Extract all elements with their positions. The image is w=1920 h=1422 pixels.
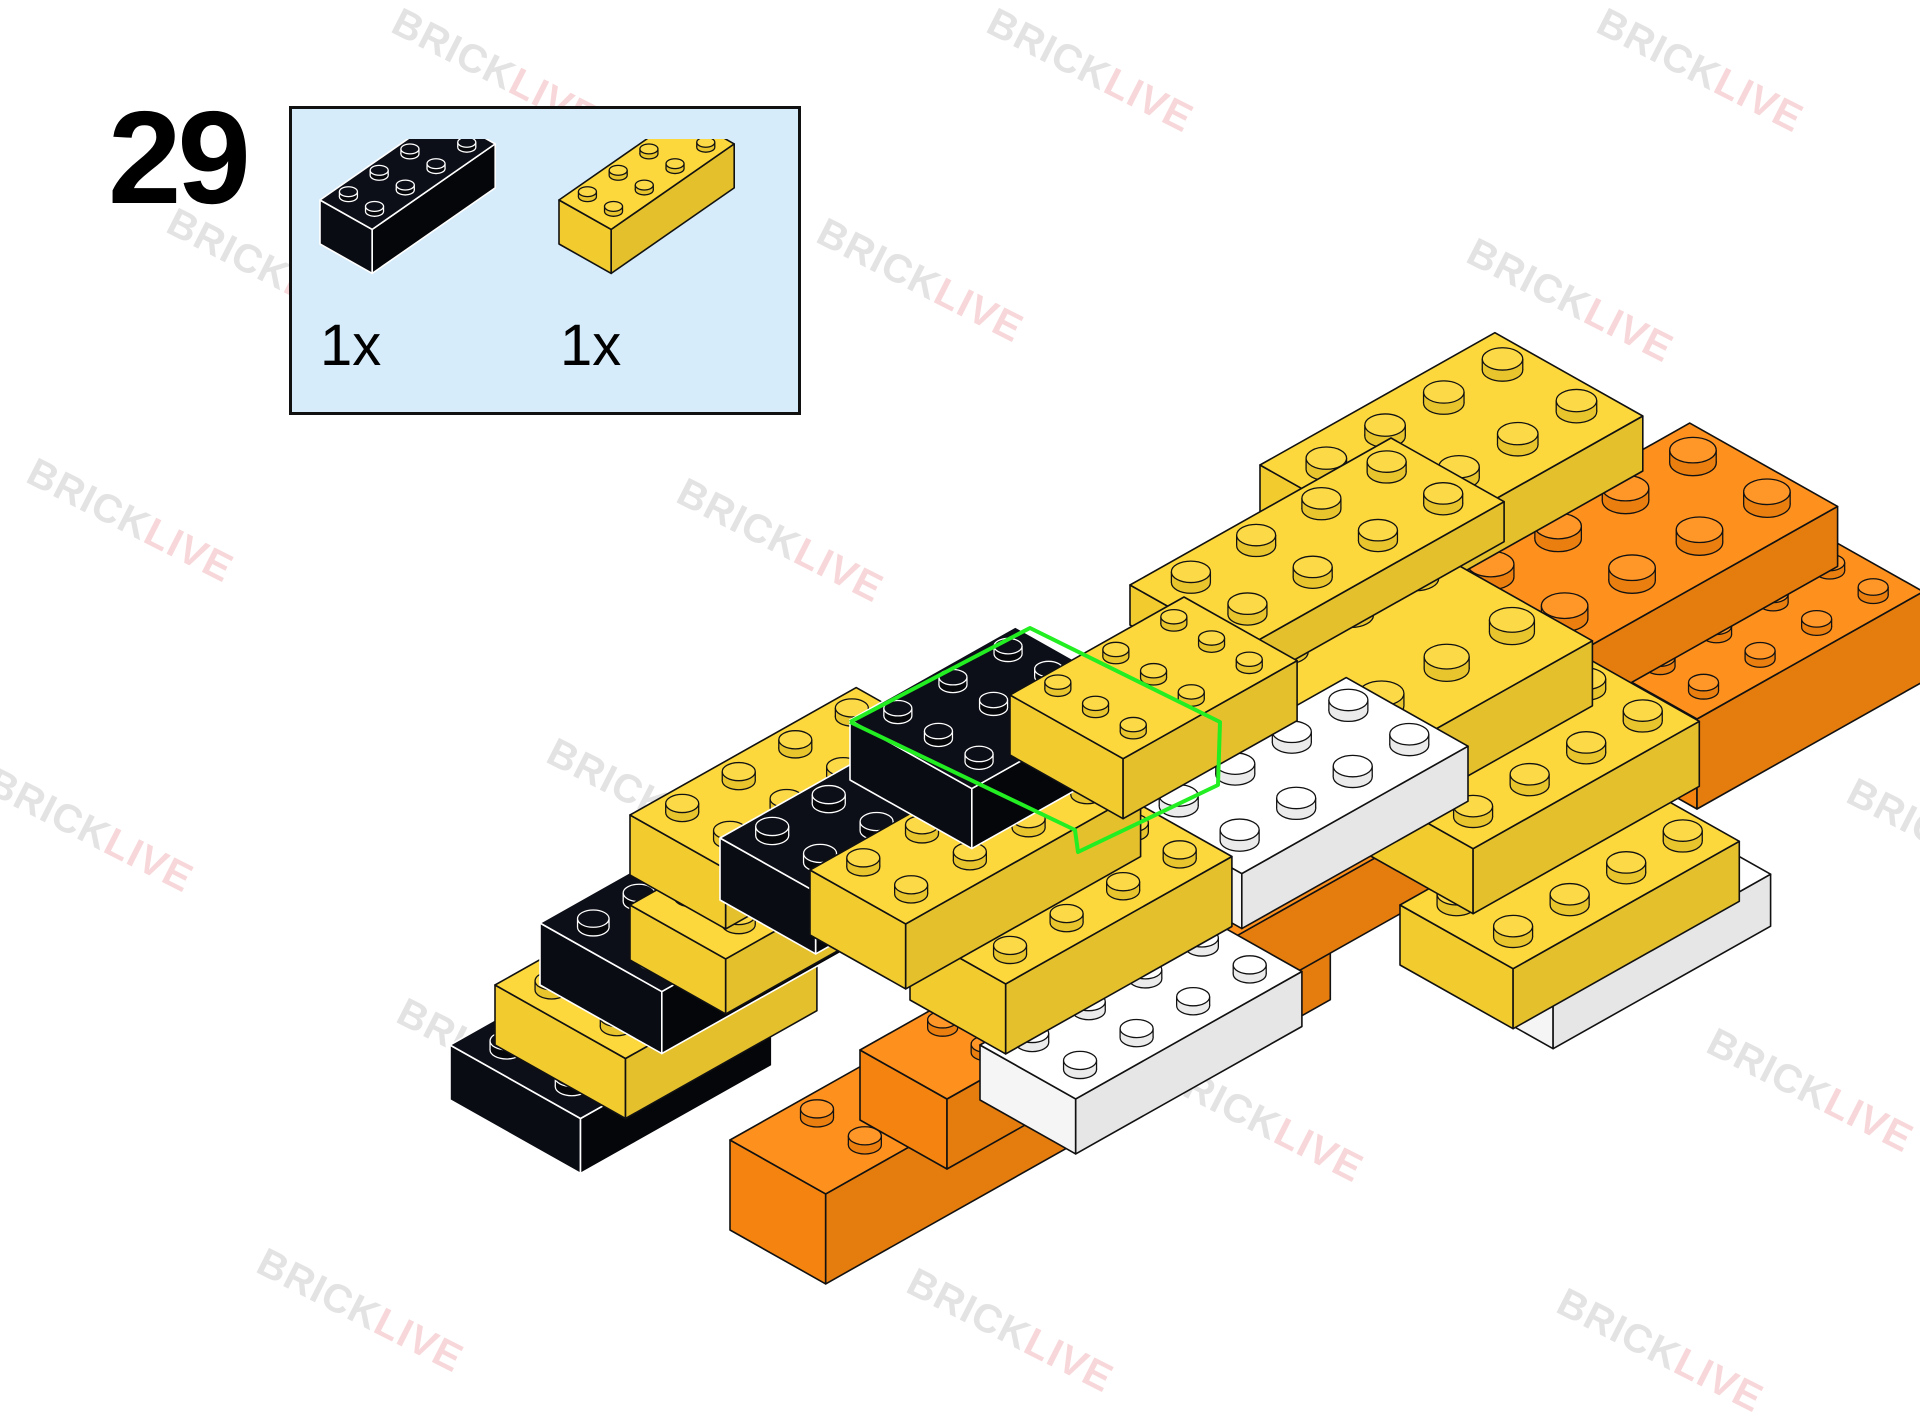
new-part-highlight	[849, 626, 1222, 854]
brick-yellow-rear-plate	[1129, 437, 1505, 690]
brick-yellow-part	[558, 139, 735, 275]
brick-yellow-new	[1009, 596, 1298, 820]
brick-black-part	[319, 139, 496, 275]
model-assembly	[449, 331, 1920, 1285]
step-number: 29	[108, 84, 251, 231]
part-quantity-black: 1x	[320, 313, 382, 378]
part-black-brick-2x4	[319, 139, 496, 275]
parts-callout: 1x 1x	[289, 106, 801, 415]
part-yellow-brick-2x4	[558, 139, 735, 275]
part-quantity-yellow: 1x	[560, 313, 622, 378]
